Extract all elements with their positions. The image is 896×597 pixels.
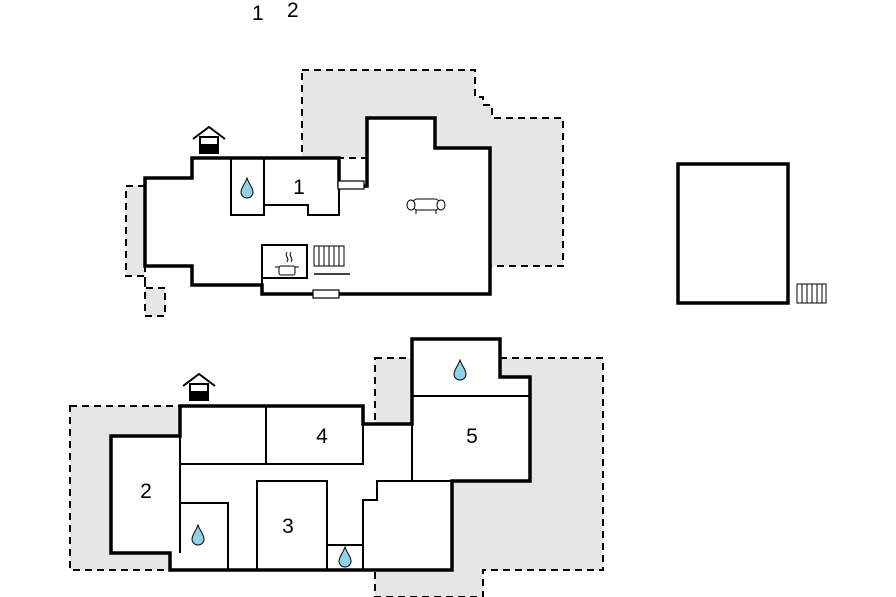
room-label: 5: [466, 425, 478, 448]
room-label: 1: [293, 176, 305, 199]
terrace-area: [374, 357, 413, 425]
room-label: 2: [140, 480, 152, 503]
room-label: 4: [316, 425, 328, 448]
interior-wall: [230, 158, 340, 216]
interior-wall: [261, 244, 308, 285]
window-icon: [337, 180, 365, 190]
ground-floor-plan: 1: [125, 69, 564, 317]
kitchen-pot-icon: [275, 251, 299, 276]
entrance-icon: [182, 373, 216, 401]
window-icon: [312, 289, 340, 299]
staircase-icon: [313, 245, 350, 275]
entrance-icon: [192, 126, 226, 154]
floor-number-2: 2: [287, 0, 299, 22]
exterior-wall: [676, 162, 790, 305]
terrace-area: [374, 357, 604, 597]
interior-wall: [180, 480, 412, 570]
terrace-area: [125, 185, 166, 317]
room-label: 3: [282, 515, 294, 538]
interior-wall: [179, 395, 530, 553]
staircase-icon: [796, 283, 827, 304]
upper-floor-plan: 2 3 4 5: [69, 337, 604, 597]
terrace-area: [301, 69, 564, 267]
sofa-icon: [406, 198, 446, 214]
annex-plan: [676, 162, 827, 305]
floor-number-1: 1: [252, 2, 264, 25]
